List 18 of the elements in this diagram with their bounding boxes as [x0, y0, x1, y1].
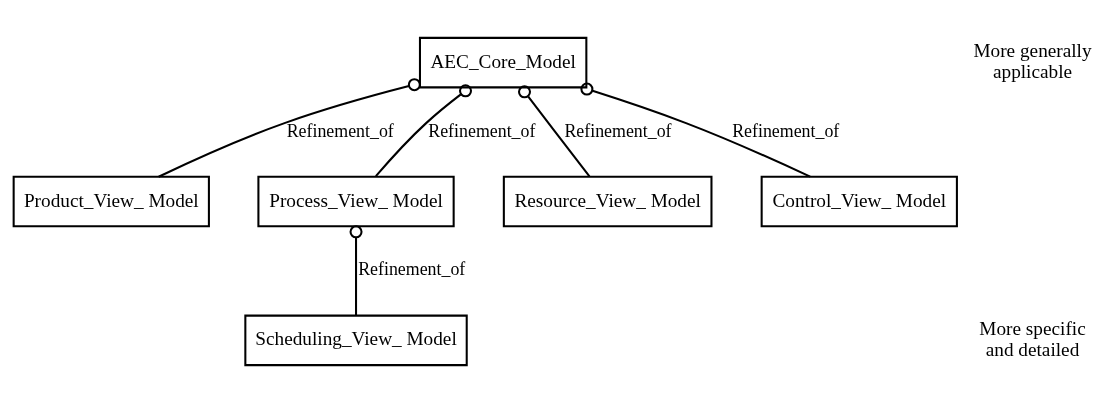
edge-label: Refinement_of	[564, 120, 672, 141]
label: More generally applicable	[973, 39, 1092, 82]
connector	[375, 83, 473, 177]
node-box: Resource_View_ Model	[502, 175, 713, 227]
connector	[517, 84, 591, 177]
node-box: Product_View_ Model	[12, 175, 210, 227]
node-box: Process_View_ Model	[257, 175, 455, 227]
connector	[580, 82, 811, 178]
connector	[349, 224, 363, 315]
edge-label: Refinement_of	[428, 120, 536, 141]
connector	[158, 77, 421, 178]
edge-label: Refinement_of	[286, 120, 394, 141]
node-box: Scheduling_View_ Model	[244, 314, 468, 366]
node-box: AEC_Core_Model	[418, 36, 588, 88]
node-box: Control_View_ Model	[760, 175, 958, 227]
edge-label: Refinement_of	[358, 258, 466, 279]
label: More specific and detailed	[979, 317, 1086, 360]
edge-label: Refinement_of	[732, 120, 840, 141]
